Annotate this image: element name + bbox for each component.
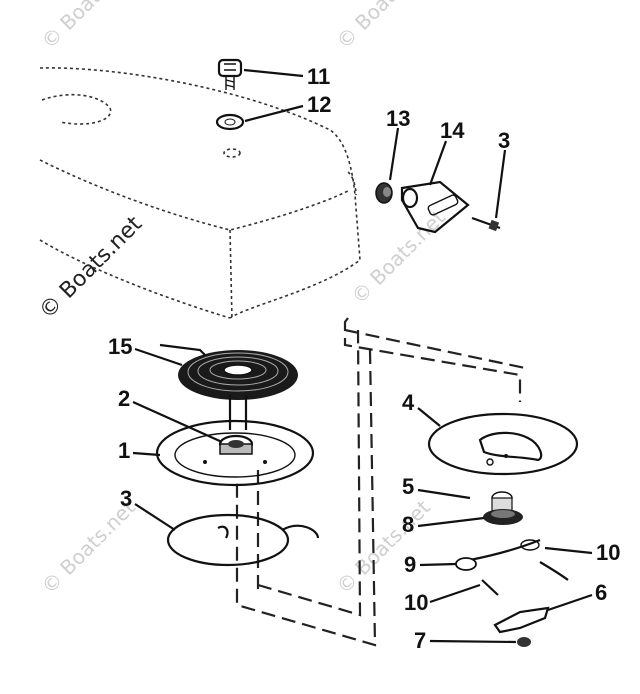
callout-1: 1 <box>118 438 130 463</box>
bushing-part-13 <box>375 182 393 204</box>
watermark-left-dark: © Boats.net <box>35 211 148 324</box>
callout-13: 13 <box>386 106 410 131</box>
link-part-9 <box>455 538 541 571</box>
pawl-part-6 <box>493 606 550 634</box>
callout-4: 4 <box>402 390 415 415</box>
handle-part-14 <box>400 180 470 234</box>
watermark-bottom-mid: © Boats.net <box>332 495 435 598</box>
callout-5: 5 <box>402 474 414 499</box>
callout-9: 9 <box>404 552 416 577</box>
assembly-dashed-lines <box>235 317 526 647</box>
washer-part-12 <box>215 113 245 131</box>
callout-labels: 11 12 13 14 3 15 2 1 3 4 5 8 9 10 10 6 7 <box>108 64 620 653</box>
watermark-mid-right: © Boats.net <box>347 205 450 308</box>
pulley-shaft <box>228 395 248 430</box>
hub-part-2 <box>218 434 254 455</box>
callout-12: 12 <box>307 92 331 117</box>
retaining-ring-part-3 <box>166 513 320 567</box>
watermark-top-left: © Boats.net <box>37 0 140 54</box>
screw-part-11 <box>217 58 243 90</box>
callout-2: 2 <box>118 386 130 411</box>
watermark-top-right: © Boats.net <box>332 0 435 54</box>
rewind-spring-part-15 <box>159 343 298 400</box>
callout-10-left: 10 <box>404 590 428 615</box>
callout-14: 14 <box>440 118 465 143</box>
cam-part-8 <box>483 509 523 525</box>
callout-10-right: 10 <box>596 540 620 565</box>
callout-3-bottom: 3 <box>120 486 132 511</box>
pawl-part-5 <box>491 491 513 513</box>
engine-cover-outline <box>39 67 361 321</box>
spring-part-10-left <box>481 579 499 596</box>
callout-7: 7 <box>414 628 426 653</box>
callout-15: 15 <box>108 334 132 359</box>
callout-11: 11 <box>307 64 330 89</box>
callout-6: 6 <box>595 580 607 605</box>
pulley-part-1 <box>155 419 315 487</box>
pin-part-3-top <box>471 216 501 232</box>
spring-part-10-right <box>539 561 569 581</box>
callout-8: 8 <box>402 512 414 537</box>
watermark-group: © Boats.net © Boats.net © Boats.net © Bo… <box>35 0 450 599</box>
mount-hole <box>223 148 241 158</box>
leader-lines <box>132 68 593 644</box>
plate-part-4 <box>427 412 579 476</box>
callout-3-top: 3 <box>498 128 510 153</box>
nut-part-7 <box>517 637 531 647</box>
